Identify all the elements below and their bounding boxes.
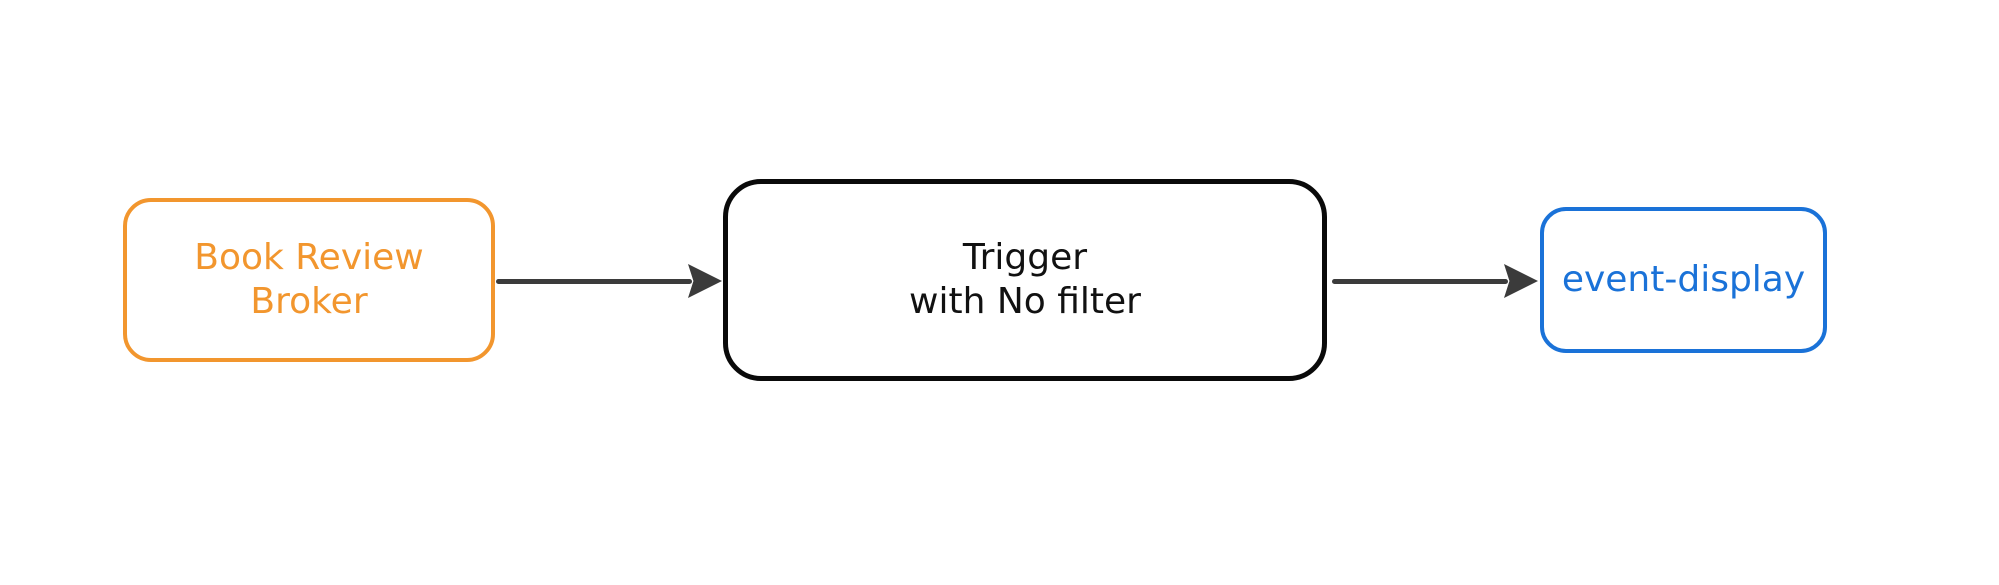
arrowhead-icon: [688, 264, 722, 298]
edge-trigger-to-sink-line: [1332, 279, 1508, 284]
node-label-line: Trigger: [962, 237, 1088, 278]
node-event-display: event-display: [1540, 207, 1827, 353]
node-label-line: Broker: [250, 281, 368, 322]
node-trigger-no-filter: Trigger with No filter: [723, 179, 1327, 381]
arrowhead-icon: [1504, 264, 1538, 298]
node-book-review-broker: Book Review Broker: [123, 198, 495, 362]
edge-broker-to-trigger-line: [496, 279, 692, 284]
node-label-line: Book Review: [194, 237, 424, 278]
node-label-line: with No filter: [909, 281, 1141, 322]
node-label-line: event-display: [1561, 259, 1806, 300]
